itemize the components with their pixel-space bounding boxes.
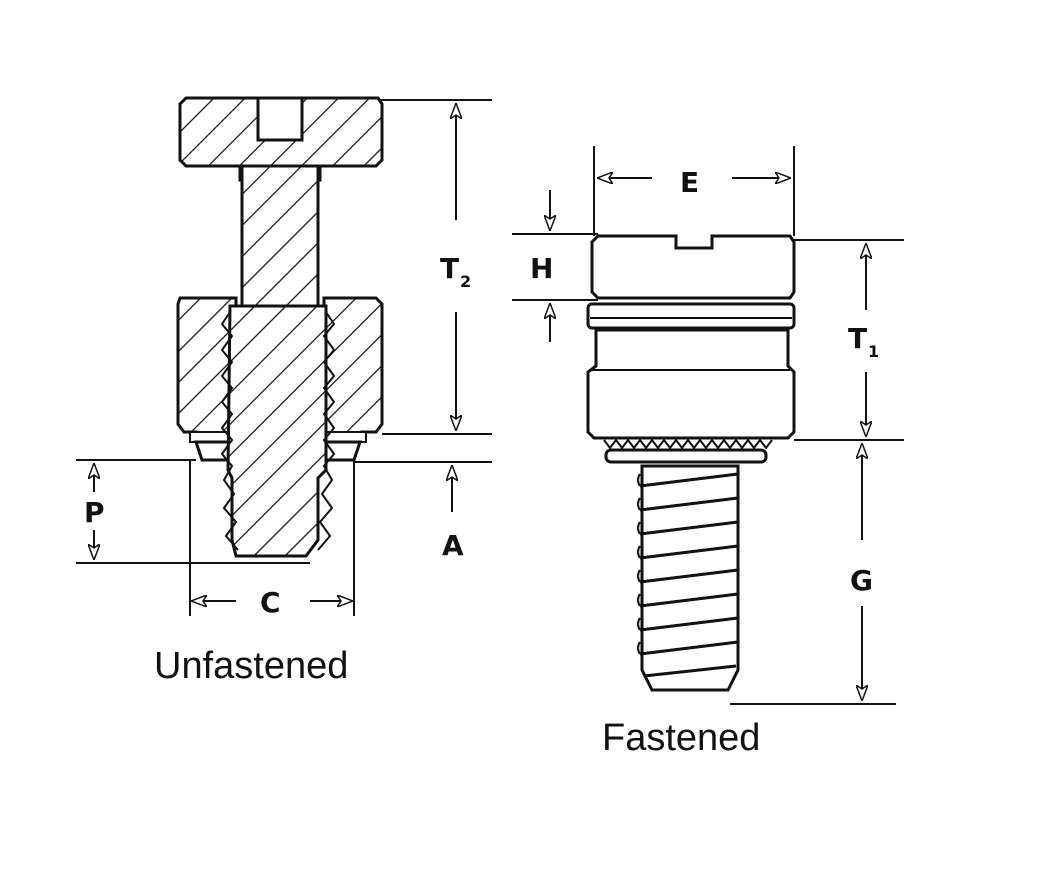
dim-label-g: G <box>850 564 873 597</box>
caption-fastened: Fastened <box>602 717 760 759</box>
dim-label-c: C <box>260 586 281 619</box>
caption-unfastened: Unfastened <box>154 645 348 687</box>
stud-threads <box>639 472 739 678</box>
retainer-washer <box>604 448 768 464</box>
dim-label-h: H <box>530 252 553 285</box>
dim-label-t1-subscript: 1 <box>868 342 879 361</box>
screw-shank-section <box>240 164 320 308</box>
dim-label-e: E <box>680 166 699 199</box>
dim-label-t1: T <box>848 322 867 355</box>
fastened-view: E H T 1 G Fastened <box>512 146 904 759</box>
threaded-stud <box>640 464 740 692</box>
unfastened-view: C T 2 P A Unfastened <box>76 96 492 687</box>
threaded-shank-section <box>226 304 328 558</box>
dim-label-t2-subscript: 2 <box>460 272 471 291</box>
dim-label-t2: T <box>440 252 459 285</box>
dim-label-p: P <box>84 496 105 529</box>
knob-ring <box>586 302 796 330</box>
ferrule-body <box>586 328 796 440</box>
knob-head <box>590 234 796 300</box>
screw-recess <box>256 96 304 142</box>
thread-left <box>220 311 239 551</box>
ferrule-right-section <box>322 296 384 442</box>
serrated-base <box>603 438 773 450</box>
dim-label-a: A <box>442 529 464 562</box>
thread-right <box>317 311 336 551</box>
